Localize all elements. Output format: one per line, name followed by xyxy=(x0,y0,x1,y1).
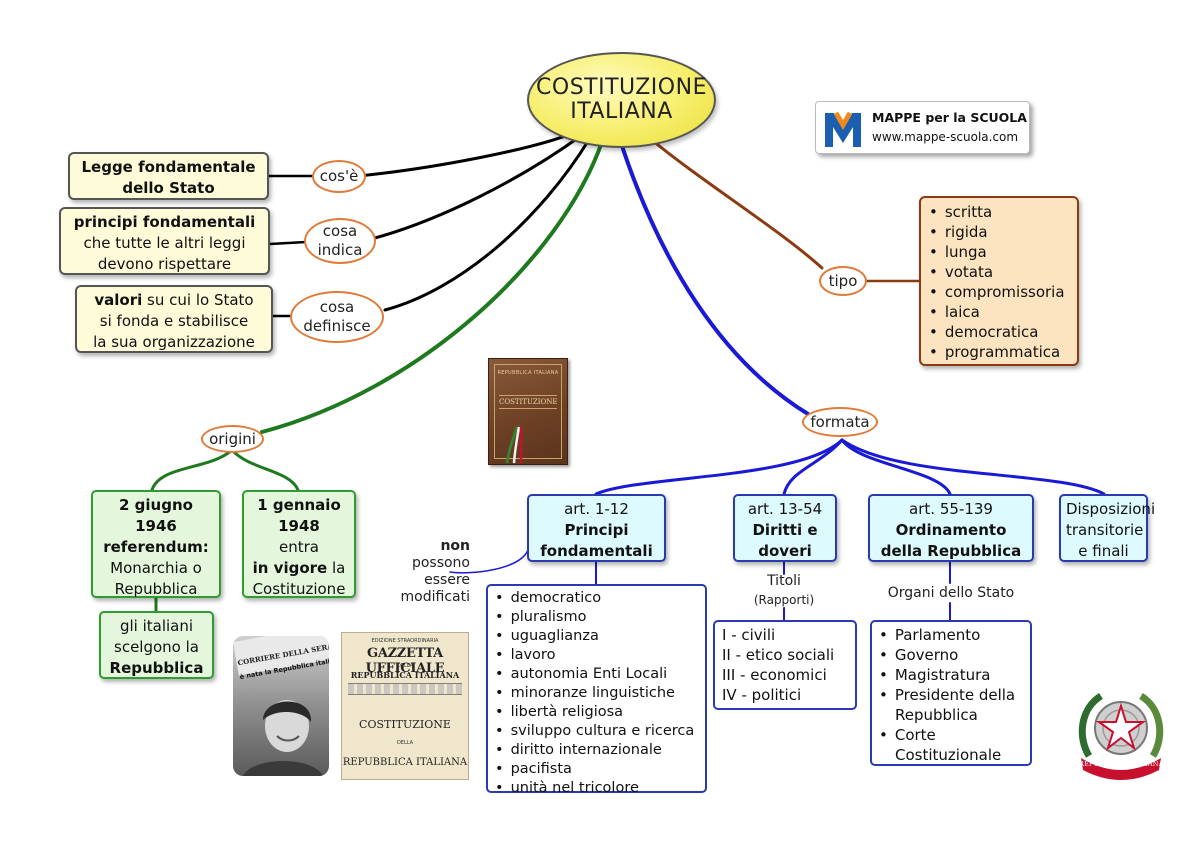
costituzione-book-image: REPUBBLICA ITALIANA COSTITUZIONE xyxy=(488,358,568,465)
logo-name: MAPPE per la SCUOLA xyxy=(872,110,1027,125)
list-item: autonomia Enti Locali xyxy=(495,665,698,684)
list-item: diritto internazionale xyxy=(495,741,698,760)
link-tipo xyxy=(650,138,824,270)
label-organi-stato: Organi dello Stato xyxy=(887,585,1015,601)
link-formata-s2 xyxy=(782,438,844,496)
woman-portrait-icon xyxy=(243,700,323,776)
title-line2: ITALIANA xyxy=(570,99,673,124)
list-item: Parlamento xyxy=(879,625,1023,645)
organi-list: Parlamento Governo Magistratura Presiden… xyxy=(879,625,1023,765)
link-origini xyxy=(260,140,604,434)
link-definisce xyxy=(383,136,592,312)
link-label-cosa-indica: cosa indica xyxy=(304,218,376,264)
list-item: rigida xyxy=(929,222,1069,242)
label-titoli: Titoli xyxy=(767,573,801,589)
list-item: democratico xyxy=(495,589,698,608)
link-origini-b1 xyxy=(150,448,234,492)
label-rapporti: (Rapporti) xyxy=(753,593,815,607)
list-item: Magistratura xyxy=(879,665,1023,685)
link-origini-b2 xyxy=(230,448,300,492)
tipo-list: scritta rigida lunga votata compromissor… xyxy=(929,202,1069,362)
list-item: I - civili xyxy=(722,626,776,644)
list-item: IV - politici xyxy=(722,686,802,704)
list-item: Governo xyxy=(879,645,1023,665)
star-emblem-icon xyxy=(1078,693,1164,780)
list-item: III - economici xyxy=(722,666,827,684)
link-label-origini: origini xyxy=(201,425,264,453)
box-art-1-12: art. 1-12 Principi fondamentali xyxy=(527,494,666,562)
gazzetta-top: EDIZIONE STRAORDINARIA xyxy=(371,638,439,644)
list-item: unità nel tricolore xyxy=(495,779,698,798)
principi-list: democratico pluralismo uguaglianza lavor… xyxy=(495,589,698,798)
link-label-formata: formata xyxy=(802,407,878,437)
logo-url: www.mappe-scuola.com xyxy=(872,130,1019,144)
tipo-list-box: scritta rigida lunga votata compromissor… xyxy=(919,196,1079,366)
emblem-ribbon-text: REPUBBLICA ITALIANA xyxy=(1079,760,1164,768)
box-legge-fondamentale: Legge fondamentale dello Stato xyxy=(68,152,269,200)
title-line1: COSTITUZIONE xyxy=(536,75,707,100)
list-item: pluralismo xyxy=(495,608,698,627)
box-valori: valori su cui lo Stato si fonda e stabil… xyxy=(75,285,273,353)
organi-list-box: Parlamento Governo Magistratura Presiden… xyxy=(870,620,1032,766)
list-item: programmatica xyxy=(929,342,1069,362)
link-label-cosa-definisce: cosa definisce xyxy=(290,291,384,343)
link-indica-box xyxy=(268,240,308,246)
link-formata-s3 xyxy=(840,438,952,496)
box-1-gennaio-1948: 1 gennaio 1948 entra in vigore la Costit… xyxy=(242,490,356,598)
mappe-scuola-logo: MAPPE per la SCUOLA www.mappe-scuola.com xyxy=(815,101,1030,154)
mappe-logo-icon xyxy=(822,107,864,149)
box-art-13-54: art. 13-54 Diritti e doveri xyxy=(733,494,837,562)
list-item: libertà religiosa xyxy=(495,703,698,722)
list-item: laica xyxy=(929,302,1069,322)
list-item: Presidente della Repubblica xyxy=(879,685,1023,725)
link-formata xyxy=(620,144,810,416)
list-item: democratica xyxy=(929,322,1069,342)
list-item: lavoro xyxy=(495,646,698,665)
gazzetta-ufficiale-image: EDIZIONE STRAORDINARIA GAZZETTA UFFICIAL… xyxy=(341,632,469,780)
link-cose xyxy=(356,126,587,178)
book-header: REPUBBLICA ITALIANA xyxy=(497,370,559,376)
gazzetta-title2: REPUBBLICA ITALIANA xyxy=(350,670,460,680)
link-formata-s1 xyxy=(594,438,844,496)
gazzetta-della: DELLA xyxy=(396,663,414,669)
label-non-modificabili: non possono essere modificati xyxy=(400,538,470,605)
link-indica xyxy=(373,133,584,240)
list-item: II - etico sociali xyxy=(722,646,835,664)
gazzetta-body1: COSTITUZIONE xyxy=(359,718,451,731)
list-item: votata xyxy=(929,262,1069,282)
central-title-node: COSTITUZIONE ITALIANA xyxy=(527,52,716,148)
box-disposizioni: Disposizioni transitorie e finali xyxy=(1059,494,1155,562)
box-2-giugno-1946: 2 giugno 1946 referendum: Monarchia o Re… xyxy=(91,490,221,598)
gazzetta-body2: DELLA xyxy=(396,740,414,746)
list-item: Corte Costituzionale xyxy=(879,725,1023,765)
link-label-tipo: tipo xyxy=(819,266,867,296)
list-item: scritta xyxy=(929,202,1069,222)
principi-list-box: democratico pluralismo uguaglianza lavor… xyxy=(486,584,707,796)
link-non xyxy=(449,549,529,574)
list-item: uguaglianza xyxy=(495,627,698,646)
list-item: sviluppo cultura e ricerca xyxy=(495,722,698,741)
gazzetta-body3: REPUBBLICA ITALIANA xyxy=(342,757,468,768)
link-formata-s4 xyxy=(840,438,1106,496)
list-item: pacifista xyxy=(495,760,698,779)
list-item: lunga xyxy=(929,242,1069,262)
box-principi-fondamentali: principi fondamentali che tutte le altri… xyxy=(59,207,270,275)
referendum-photo: CORRIERE DELLA SERA è nata la Repubblica… xyxy=(233,636,329,776)
book-title: COSTITUZIONE xyxy=(499,395,558,409)
box-italiani-scelgono: gli italiani scelgono la Repubblica xyxy=(99,611,214,679)
list-item: compromissoria xyxy=(929,282,1069,302)
box-art-55-139: art. 55-139 Ordinamento della Repubblica xyxy=(868,494,1034,562)
tricolor-ribbon-icon xyxy=(505,426,523,464)
emblem-repubblica-italiana: REPUBBLICA ITALIANA xyxy=(1075,686,1167,781)
titoli-list-box: I - civili II - etico sociali III - econ… xyxy=(713,620,857,710)
titoli-list: I - civili II - etico sociali III - econ… xyxy=(722,625,848,705)
link-label-cose: cos'è xyxy=(312,160,366,193)
list-item: minoranze linguistiche xyxy=(495,684,698,703)
gazzetta-title1: GAZZETTA UFFICIALE xyxy=(365,646,445,676)
